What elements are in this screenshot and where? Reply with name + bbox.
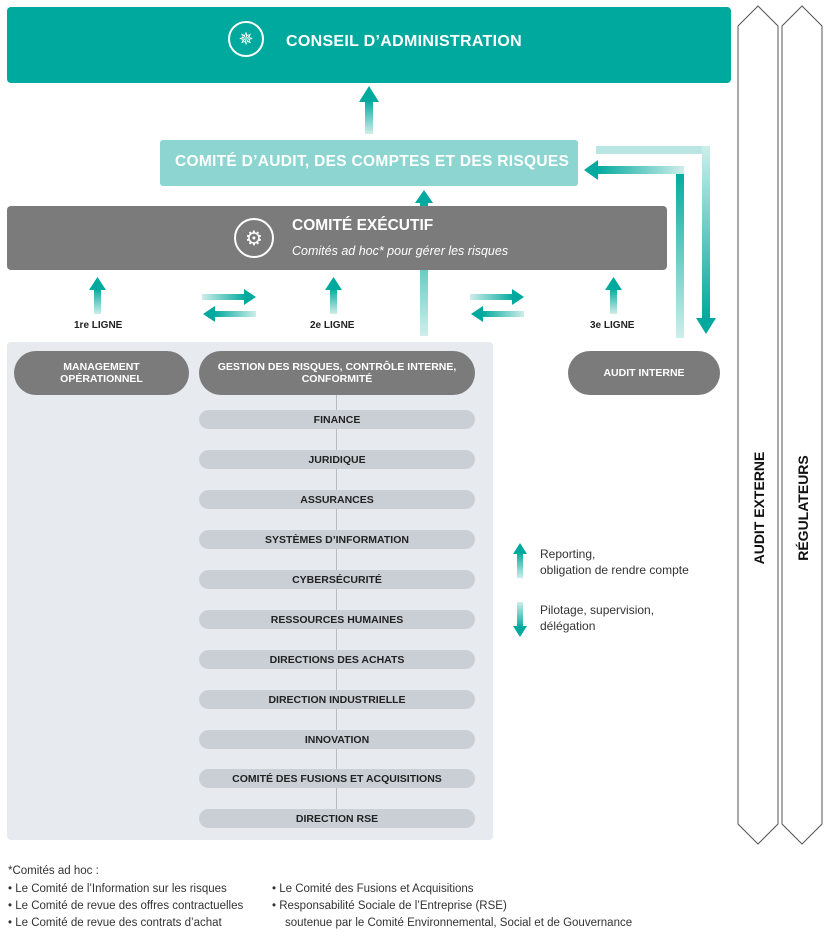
internal-audit-node: AUDIT INTERNE	[568, 351, 720, 395]
footnote-item: • Le Comité de revue des offres contract…	[8, 900, 244, 912]
legend-up-text: Reporting, obligation de rendre compte	[540, 547, 689, 577]
function-item: RESSOURCES HUMAINES	[199, 610, 475, 629]
executive-committee-subtitle: Comités ad hoc* pour gérer les risques	[292, 244, 509, 258]
arrow-internal-audit-loop	[584, 146, 716, 338]
executive-committee-box	[7, 206, 667, 270]
footnote-title: *Comités ad hoc :	[8, 865, 99, 877]
external-audit-pillar-shape	[737, 5, 779, 845]
function-item: CYBERSÉCURITÉ	[199, 570, 475, 589]
regulators-pillar-shape	[781, 5, 823, 845]
function-item: DIRECTIONS DES ACHATS	[199, 650, 475, 669]
arrows-exchange-1-2	[202, 289, 256, 322]
function-item: FINANCE	[199, 410, 475, 429]
function-item: INNOVATION	[199, 730, 475, 749]
function-item: ASSURANCES	[199, 490, 475, 509]
executive-committee-title: COMITÉ EXÉCUTIF	[292, 217, 434, 234]
footnote-item: • Le Comité de l’Information sur les ris…	[8, 883, 227, 895]
external-audit-label: AUDIT EXTERNE	[751, 451, 767, 565]
footnote-item: soutenue par le Comité Environnemental, …	[285, 917, 633, 929]
legend-down-text: Pilotage, supervision, délégation	[540, 603, 655, 633]
arrow-third-line-up	[605, 277, 622, 314]
footnote-item: • Le Comité de revue des contrats d’acha…	[8, 917, 222, 929]
gears-icon: ⚙	[234, 218, 274, 258]
footnote-item: • Responsabilité Sociale de l’Entreprise…	[272, 900, 507, 912]
legend-down-arrow	[513, 602, 527, 637]
functions-connector-line	[336, 395, 337, 822]
regulators-label: RÉGULATEURS	[795, 455, 811, 561]
audit-committee-title: COMITÉ D’AUDIT, DES COMPTES ET DES RISQU…	[175, 153, 570, 170]
arrows-exchange-2-3	[470, 289, 524, 322]
second-line-label: 2e LIGNE	[310, 320, 355, 331]
function-item: COMITÉ DES FUSIONS ET ACQUISITIONS	[199, 769, 475, 788]
third-line-label: 3e LIGNE	[590, 320, 635, 331]
function-item: DIRECTION RSE	[199, 809, 475, 828]
footnote-item: • Le Comité des Fusions et Acquisitions	[272, 883, 474, 895]
legend-up-arrow	[513, 543, 527, 578]
arrow-second-line-up	[325, 277, 342, 314]
function-item: SYSTÈMES D’INFORMATION	[199, 530, 475, 549]
board-title: CONSEIL D’ADMINISTRATION	[286, 33, 522, 50]
first-line-label: 1re LIGNE	[74, 320, 123, 331]
board-of-directors-box	[7, 7, 731, 83]
audit-committee-box	[160, 140, 578, 186]
operational-management-node: MANAGEMENT OPÉRATIONNEL	[14, 351, 189, 395]
function-item: JURIDIQUE	[199, 450, 475, 469]
arrow-first-line-up	[89, 277, 106, 314]
arrow-audit-to-board	[359, 86, 379, 134]
compass-icon: ✵	[228, 21, 264, 57]
function-item: DIRECTION INDUSTRIELLE	[199, 690, 475, 709]
risk-control-compliance-node: GESTION DES RISQUES, CONTRÔLE INTERNE, C…	[199, 351, 475, 395]
